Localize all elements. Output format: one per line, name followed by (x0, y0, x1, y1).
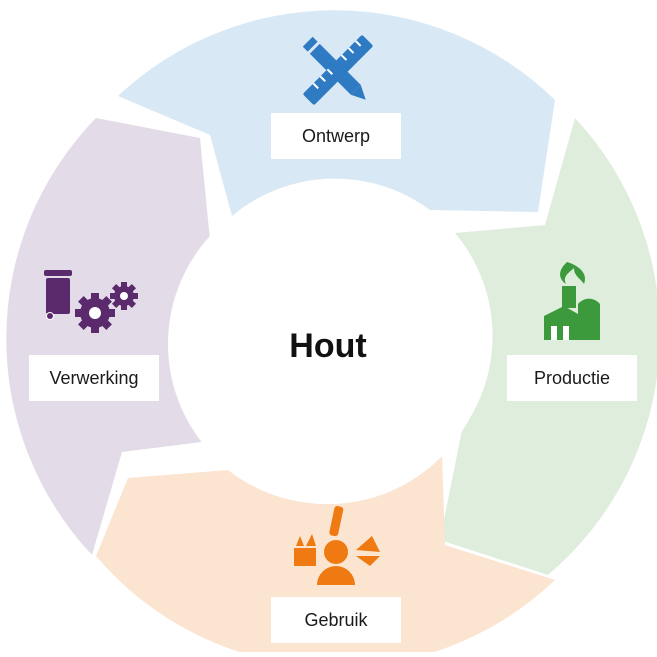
stage-label-verwerking: Verwerking (29, 355, 159, 401)
segment-verwerking (6, 118, 218, 555)
user-with-products-icon (294, 506, 380, 585)
stage-label-ontwerp: Ontwerp (271, 113, 401, 159)
center-disc (168, 184, 488, 504)
segment-productie (440, 118, 657, 575)
stage-label-productie: Productie (507, 355, 637, 401)
waste-bin-gears-icon (44, 270, 138, 333)
factory-icon (544, 262, 600, 340)
center-title: Hout (289, 326, 367, 365)
stage-label-gebruik: Gebruik (271, 597, 401, 643)
